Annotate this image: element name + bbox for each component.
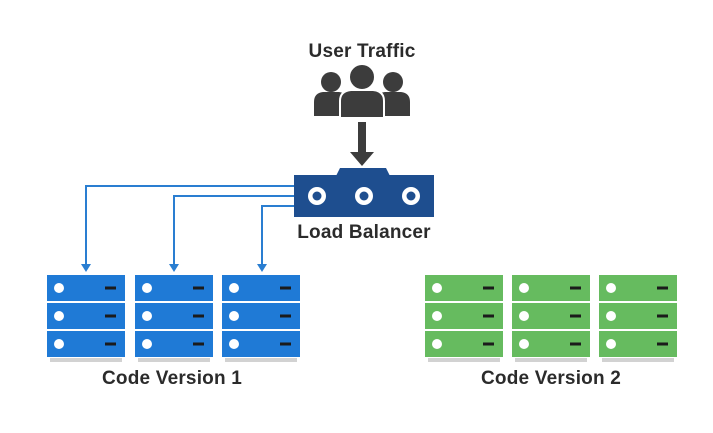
- server-status-light: [432, 311, 442, 321]
- server-drive-slot: [105, 342, 116, 346]
- connector-arrowheads: [81, 264, 267, 272]
- code-version-1-label: Code Version 1: [101, 368, 243, 389]
- server-status-light: [432, 283, 442, 293]
- server-status-light: [606, 339, 616, 349]
- server-rack-icon: [599, 275, 677, 362]
- server-drive-slot: [570, 286, 581, 290]
- server-base: [602, 358, 674, 362]
- server-status-light: [229, 311, 239, 321]
- server-drive-slot: [657, 314, 668, 318]
- connector-to-server-1: [85, 185, 294, 265]
- code-version-2-label: Code Version 2: [480, 368, 622, 389]
- server-drive-slot: [105, 286, 116, 290]
- server-drive-slot: [657, 286, 668, 290]
- server-base: [515, 358, 587, 362]
- server-drive-slot: [193, 286, 204, 290]
- server-base: [225, 358, 297, 362]
- code-version-2-servers: [425, 275, 677, 362]
- server-drive-slot: [280, 314, 291, 318]
- server-status-light: [229, 339, 239, 349]
- connector-to-server-2: [173, 195, 294, 265]
- load-balancer-device: [294, 168, 434, 217]
- server-drive-slot: [280, 286, 291, 290]
- server-status-light: [519, 339, 529, 349]
- user-traffic-label: User Traffic: [308, 41, 416, 62]
- server-status-light: [142, 339, 152, 349]
- server-drive-slot: [193, 342, 204, 346]
- server-status-light: [54, 339, 64, 349]
- code-version-1-servers: [47, 275, 300, 362]
- server-drive-slot: [280, 342, 291, 346]
- server-status-light: [142, 283, 152, 293]
- load-balancer-label: Load Balancer: [297, 222, 431, 243]
- server-base: [50, 358, 122, 362]
- server-status-light: [519, 311, 529, 321]
- server-drive-slot: [105, 314, 116, 318]
- server-drive-slot: [483, 314, 494, 318]
- connector-to-server-3: [261, 205, 294, 265]
- connector-lines: [85, 185, 294, 265]
- server-rack-icon: [135, 275, 213, 362]
- server-drive-slot: [483, 286, 494, 290]
- server-status-light: [142, 311, 152, 321]
- server-drive-slot: [193, 314, 204, 318]
- traffic-arrow: [350, 122, 374, 166]
- server-rack-icon: [512, 275, 590, 362]
- users-icon: [314, 63, 410, 119]
- server-status-light: [432, 339, 442, 349]
- server-status-light: [606, 283, 616, 293]
- server-drive-slot: [570, 314, 581, 318]
- server-drive-slot: [570, 342, 581, 346]
- server-rack-icon: [222, 275, 300, 362]
- server-drive-slot: [483, 342, 494, 346]
- server-rack-icon: [47, 275, 125, 362]
- server-base: [428, 358, 500, 362]
- server-status-light: [54, 311, 64, 321]
- server-drive-slot: [657, 342, 668, 346]
- server-status-light: [519, 283, 529, 293]
- server-status-light: [606, 311, 616, 321]
- server-status-light: [229, 283, 239, 293]
- server-status-light: [54, 283, 64, 293]
- server-rack-icon: [425, 275, 503, 362]
- server-base: [138, 358, 210, 362]
